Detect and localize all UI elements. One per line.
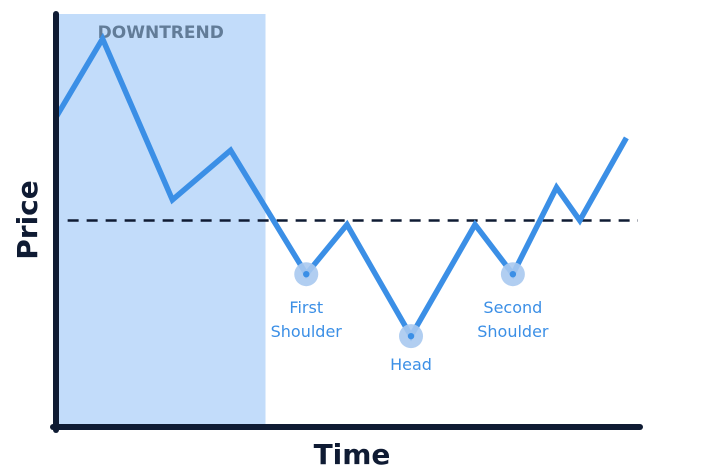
price-series-line [53, 32, 629, 342]
pattern-marker-dot [509, 270, 517, 278]
annotation-label: Shoulder [271, 322, 343, 341]
annotation-label: Second [483, 298, 542, 317]
marker-layer [294, 262, 525, 349]
series-line-layer [53, 32, 629, 342]
downtrend-label: DOWNTREND [98, 23, 224, 43]
y-axis-title: Price [11, 180, 44, 260]
annotation-label: Head [390, 355, 432, 374]
axes-layer [50, 11, 643, 433]
x-axis-title: Time [314, 438, 391, 470]
pattern-marker-dot [407, 332, 415, 340]
annotation-label: First [289, 298, 323, 317]
pattern-marker-dot [303, 270, 310, 278]
annotation-label: Shoulder [477, 322, 549, 341]
